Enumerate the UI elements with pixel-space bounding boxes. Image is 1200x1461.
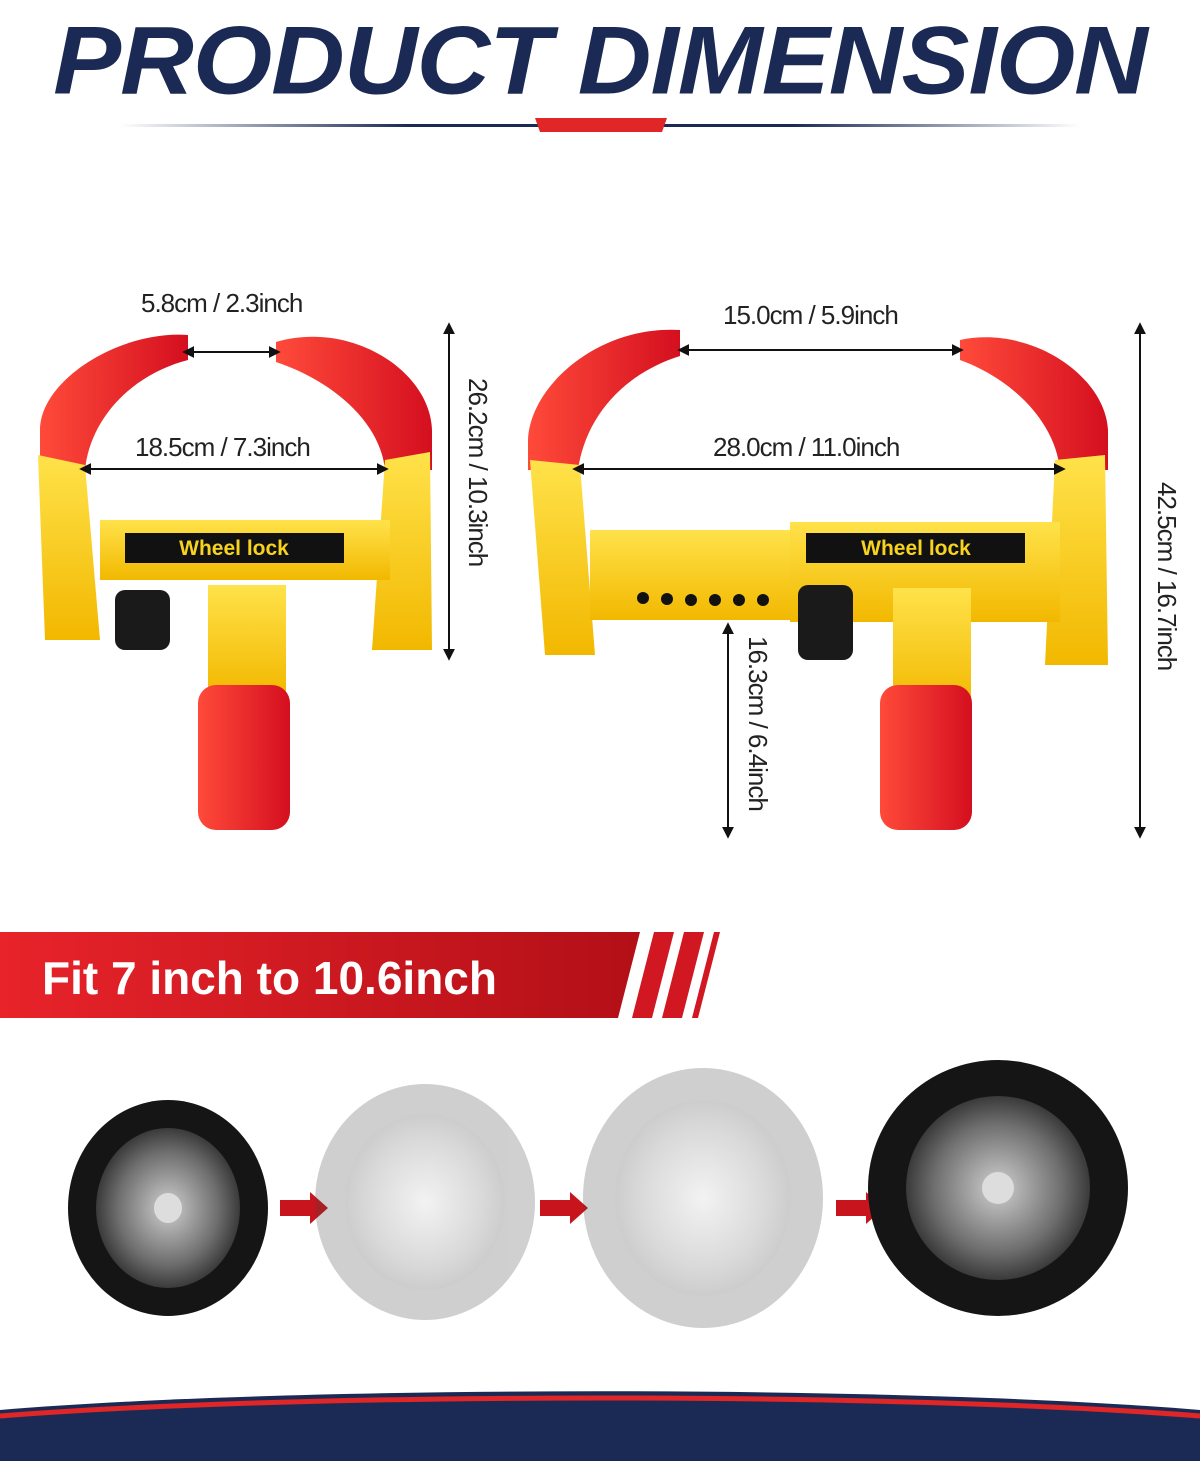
handle-grip-icon <box>880 685 972 830</box>
large-lock: Wheel lock <box>528 329 1108 830</box>
small-gap-dimension: 5.8cm / 2.3inch <box>141 288 303 318</box>
lock-cylinder-icon <box>798 585 853 660</box>
footer-stripe <box>0 1391 1200 1461</box>
adjust-holes <box>637 592 769 606</box>
banner-text: Fit 7 inch to 10.6inch <box>42 952 497 1004</box>
tire-sequence <box>68 1060 1128 1328</box>
product-drawing: Wheel lock Wheel lock <box>38 322 1146 839</box>
left-jaw-icon <box>40 334 188 470</box>
arrow-right-icon <box>540 1192 588 1224</box>
handle-grip-icon <box>198 685 290 830</box>
large-gap-dimension: 15.0cm / 5.9inch <box>723 300 899 330</box>
page-title: PRODUCT DIMENSION <box>53 5 1148 115</box>
slash-icon <box>632 932 674 1018</box>
fit-banner <box>0 932 720 1018</box>
lock-cylinder-icon <box>115 590 170 650</box>
tire-largest-icon <box>868 1060 1128 1316</box>
slash-icon <box>692 932 720 1018</box>
left-jaw-icon <box>528 329 680 470</box>
tire-small-icon <box>68 1100 268 1316</box>
small-lock: Wheel lock <box>38 334 432 830</box>
wheel-lock-label-small: Wheel lock <box>179 537 289 560</box>
large-inner-width-dimension: 28.0cm / 11.0inch <box>713 432 900 462</box>
small-inner-width-dimension: 18.5cm / 7.3inch <box>135 432 311 462</box>
tire-large-faded-icon <box>583 1068 823 1328</box>
title-underline <box>120 118 1080 132</box>
arrow-right-icon <box>280 1192 328 1224</box>
tire-medium-faded-icon <box>315 1084 535 1320</box>
slash-icon <box>662 932 704 1018</box>
right-jaw-icon <box>276 336 432 470</box>
wheel-lock-label-large: Wheel lock <box>861 537 971 560</box>
right-jaw-icon <box>960 337 1108 470</box>
